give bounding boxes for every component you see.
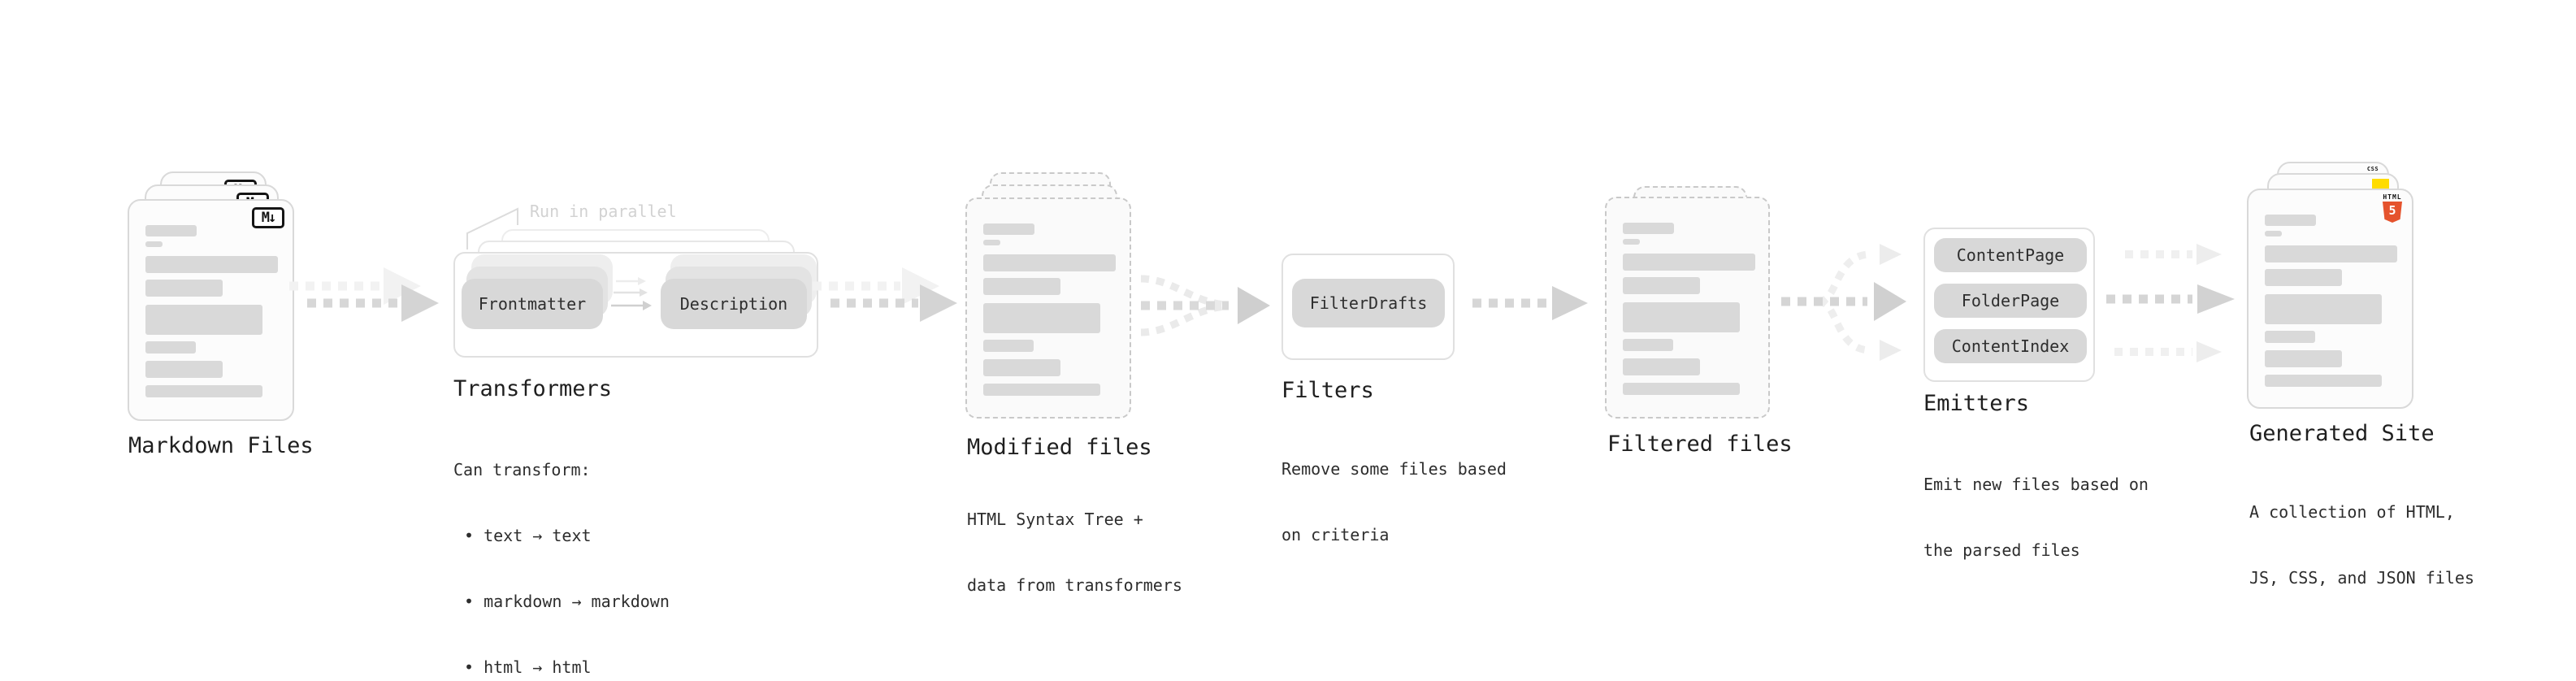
generated-file-card-front: HTML 5: [2247, 189, 2413, 409]
caption-line: Emit new files based on: [1923, 475, 2149, 494]
caption-line: on criteria: [1281, 525, 1390, 544]
skeleton-text-bar: [2265, 269, 2342, 286]
skeleton-text-bar: [145, 225, 197, 236]
parallel-step-arrows-icon: [611, 277, 652, 310]
skeleton-text-bar: [1623, 339, 1673, 351]
arrow-emitters-to-generated-icon: [2106, 244, 2235, 362]
emitter-pill-contentpage: ContentPage: [1934, 238, 2087, 272]
skeleton-text-bar: [145, 305, 262, 335]
filtered-file-card-front: [1605, 197, 1770, 419]
generated-site-caption: A collection of HTML, JS, CSS, and JSON …: [2249, 458, 2474, 633]
caption-line: • markdown → markdown: [464, 592, 670, 611]
skeleton-text-bar: [2265, 294, 2382, 324]
skeleton-text-bar: [983, 340, 1034, 352]
caption-line: data from transformers: [967, 575, 1182, 595]
css-label: CSS: [2366, 166, 2379, 172]
skeleton-text-bar: [1623, 302, 1740, 332]
modified-files-caption: HTML Syntax Tree + data from transformer…: [967, 465, 1182, 640]
caption-line: JS, CSS, and JSON files: [2249, 568, 2474, 588]
caption-line: the parsed files: [1923, 540, 2080, 560]
markdown-icon: M↓: [252, 207, 284, 228]
transformer-pill-description: Description: [661, 279, 807, 329]
stage-title-generated-site: Generated Site: [2249, 421, 2435, 446]
modified-file-card-front: [965, 197, 1131, 419]
skeleton-text-bar: [2265, 215, 2316, 226]
skeleton-text-bar: [145, 385, 262, 397]
caption-line: Can transform:: [453, 460, 591, 479]
skeleton-text-bar: [1623, 223, 1674, 234]
skeleton-text-bar: [145, 361, 223, 378]
skeleton-text-bar: [983, 278, 1060, 295]
stage-title-filtered-files: Filtered files: [1607, 432, 1793, 457]
skeleton-text-bar: [1623, 254, 1755, 271]
skeleton-text-bar: [1623, 239, 1640, 245]
skeleton-text-bar: [1623, 358, 1700, 375]
skeleton-text-bar: [983, 384, 1100, 396]
stage-title-markdown-files: Markdown Files: [128, 433, 314, 458]
arrow-modified-to-filters-icon: [1140, 275, 1270, 336]
skeleton-text-bar: [1623, 277, 1700, 294]
skeleton-text-bar: [145, 241, 163, 247]
skeleton-text-bar: [2265, 231, 2282, 236]
arrow-filtered-to-emitters-icon: [1781, 244, 1906, 361]
skeleton-text-bar: [983, 223, 1034, 235]
skeleton-text-bar: [145, 256, 278, 273]
skeleton-text-bar: [1623, 383, 1740, 395]
markdown-file-card-front: M↓: [128, 199, 294, 421]
transformers-caption: Can transform: • text → text • markdown …: [453, 415, 670, 681]
html5-label: HTML: [2383, 193, 2402, 201]
stage-title-modified-files: Modified files: [967, 435, 1152, 460]
skeleton-text-bar: [145, 341, 196, 354]
filters-caption: Remove some files based on criteria: [1281, 414, 1507, 590]
caption-line: Remove some files based: [1281, 459, 1507, 479]
caption-line: • html → html: [464, 657, 592, 677]
skeleton-text-bar: [983, 240, 1000, 245]
html5-shield: 5: [2383, 202, 2402, 223]
arrow-filters-to-filtered-icon: [1472, 286, 1588, 320]
skeleton-text-bar: [983, 303, 1100, 333]
stage-title-transformers: Transformers: [453, 376, 613, 401]
skeleton-text-bar: [2265, 245, 2397, 262]
caption-line: A collection of HTML,: [2249, 502, 2455, 522]
skeleton-text-bar: [145, 280, 223, 297]
run-in-parallel-annotation: Run in parallel: [530, 202, 677, 221]
run-in-parallel-callout-line: [466, 207, 518, 249]
emitters-caption: Emit new files based on the parsed files: [1923, 430, 2149, 605]
caption-line: • text → text: [464, 526, 592, 545]
caption-line: HTML Syntax Tree +: [967, 510, 1143, 529]
skeleton-text-bar: [983, 254, 1116, 271]
arrow-markdown-to-transformers-icon: [289, 267, 439, 322]
stage-title-filters: Filters: [1281, 378, 1374, 403]
html5-icon: HTML 5: [2383, 193, 2402, 223]
skeleton-text-bar: [2265, 331, 2315, 343]
arrow-transformers-to-modified-icon: [813, 267, 957, 322]
stage-title-emitters: Emitters: [1923, 391, 2030, 416]
skeleton-text-bar: [2265, 350, 2342, 367]
skeleton-text-bar: [2265, 375, 2382, 387]
emitter-pill-folderpage: FolderPage: [1934, 284, 2087, 318]
skeleton-text-bar: [983, 359, 1060, 376]
transformer-pill-frontmatter: Frontmatter: [462, 279, 603, 329]
filter-pill-filterdrafts: FilterDrafts: [1292, 279, 1445, 327]
emitter-pill-contentindex: ContentIndex: [1934, 329, 2087, 363]
